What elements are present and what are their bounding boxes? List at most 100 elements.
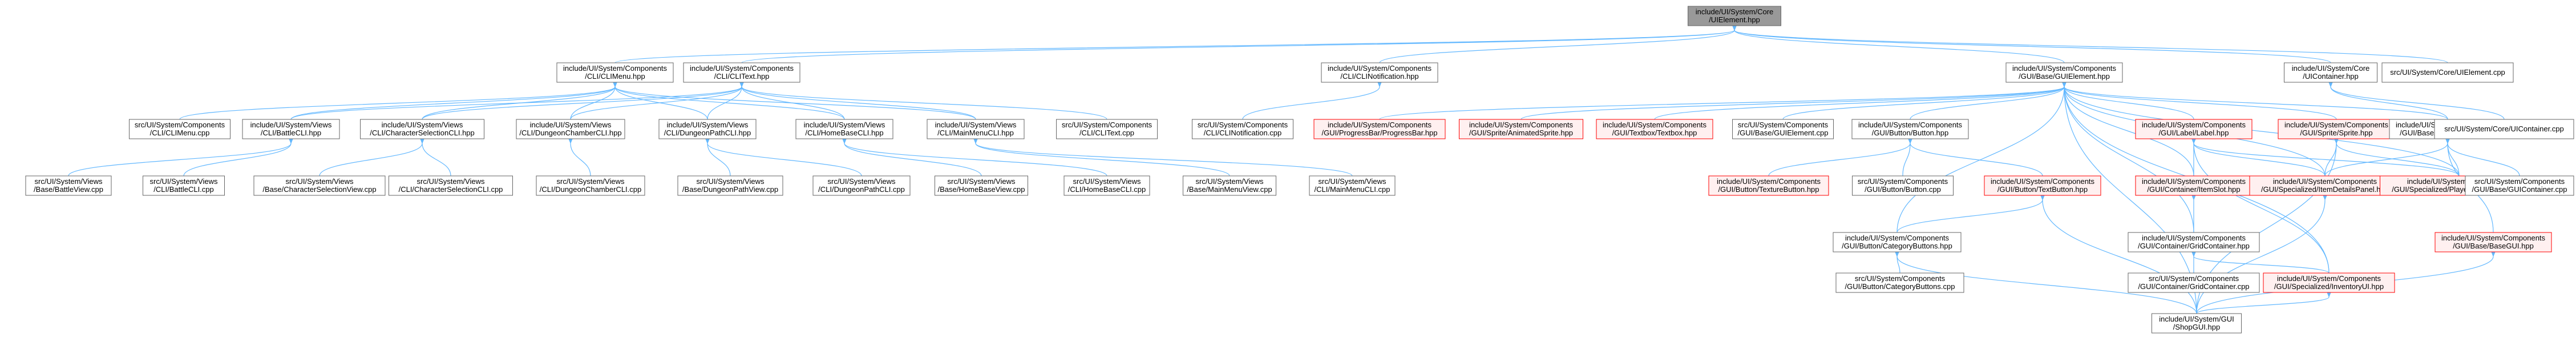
node-box (2263, 272, 2395, 293)
node-text-hpp[interactable]: include/UI/System/Components/CLI/CLIText… (683, 62, 800, 83)
node-climenu-cpp[interactable]: src/UI/System/Components/CLI/CLIMenu.cpp (129, 119, 230, 139)
node-box (2005, 62, 2123, 83)
edges-layer (68, 25, 2520, 314)
node-box (536, 175, 645, 196)
node-box (129, 119, 230, 139)
node-label-line: /GUI/ProgressBar/ProgressBar.hpp (1321, 129, 1437, 137)
node-itemdetails-hpp[interactable]: include/UI/System/Components/GUI/Special… (2249, 175, 2401, 196)
node-label-line: /CLI/CLIMenu.cpp (150, 129, 210, 137)
node-box (1596, 119, 1713, 139)
node-box (935, 175, 1028, 196)
node-box (143, 175, 225, 196)
node-label-line: include/UI/System/Views (935, 121, 1017, 129)
edge-progressbar_hpp-to-gui_element_hpp (1379, 81, 2067, 120)
node-homebasecli-cpp[interactable]: src/UI/System/Views/CLI/HomeBaseCLI.cpp (1063, 175, 1150, 196)
node-charselview-cpp[interactable]: src/UI/System/Views/Base/CharacterSelect… (253, 175, 386, 196)
node-box (360, 119, 484, 139)
edge-shopgui_hpp-to-inventoryui_hpp (2196, 291, 2332, 314)
node-label-line: include/UI/System/Components (1991, 177, 2095, 186)
node-battlecli-hpp[interactable]: include/UI/System/Views/CLI/BattleCLI.hp… (242, 119, 340, 139)
node-notif-hpp[interactable]: include/UI/System/Components/CLI/CLINoti… (1321, 62, 1438, 83)
edge-clitext_cpp-to-text_hpp (739, 81, 1107, 120)
node-dungeonchcli-cpp[interactable]: src/UI/System/Views/CLI/DungeonChamberCL… (536, 175, 645, 196)
node-label-line: src/UI/System/Components (2149, 274, 2239, 283)
node-progressbar-hpp[interactable]: include/UI/System/Components/GUI/Progres… (1313, 119, 1446, 139)
node-label-line: include/UI/System/Components (2012, 64, 2117, 73)
node-texturebutton-hpp[interactable]: include/UI/System/Components/GUI/Button/… (1708, 175, 1829, 196)
node-dungeonpathcli-cpp[interactable]: src/UI/System/Views/CLI/DungeonPathCLI.c… (812, 175, 911, 196)
node-clinotif-cpp[interactable]: src/UI/System/Components/CLI/CLINotifica… (1192, 119, 1293, 139)
node-button-hpp[interactable]: include/UI/System/Components/GUI/Button/… (1851, 119, 1969, 139)
node-textbox-hpp[interactable]: include/UI/System/Components/GUI/Textbox… (1596, 119, 1713, 139)
node-box (1056, 119, 1158, 139)
node-label-line: include/UI/System/Views (667, 121, 749, 129)
node-container-core-hpp[interactable]: include/UI/System/Core/UIContainer.hpp (2284, 62, 2377, 83)
node-mainmenuview-cpp[interactable]: src/UI/System/Views/Base/MainMenuView.cp… (1183, 175, 1276, 196)
node-battleview-cpp[interactable]: src/UI/System/Views/Base/BattleView.cpp (25, 175, 112, 196)
node-button-cpp[interactable]: src/UI/System/Components/GUI/Button/Butt… (1852, 175, 1954, 196)
node-battlecli-cpp[interactable]: src/UI/System/Views/CLI/BattleCLI.cpp (143, 175, 225, 196)
node-uielement-cpp[interactable]: src/UI/System/Core/UIElement.cpp (2381, 62, 2514, 83)
edge-inventoryui_hpp-to-gridcontainer_hpp (2191, 251, 2330, 274)
node-label-line: include/UI/System/Components (1858, 121, 1963, 129)
node-dungeonch-hpp[interactable]: include/UI/System/Views/CLI/DungeonChamb… (516, 119, 625, 139)
edge-shopgui_hpp-to-gui_element_hpp (2061, 81, 2197, 314)
node-box (1459, 119, 1583, 139)
node-label-line: /GUI/Sprite/Sprite.hpp (2300, 129, 2372, 137)
node-box (677, 175, 783, 196)
node-label-hpp[interactable]: include/UI/System/Components/GUI/Label/L… (2135, 119, 2253, 139)
node-label-line: /CLI/BattleCLI.cpp (153, 185, 214, 194)
node-box (1321, 62, 1438, 83)
node-homebaseview-cpp[interactable]: src/UI/System/Views/Base/HomeBaseView.cp… (935, 175, 1028, 196)
node-gridcontainer-cpp[interactable]: src/UI/System/Components/GUI/Container/G… (2128, 272, 2260, 293)
edge-guielement_cpp-to-gui_element_hpp (1782, 81, 2067, 120)
node-inventoryui-hpp[interactable]: include/UI/System/Components/GUI/Special… (2263, 272, 2395, 293)
edge-uielement_cpp-to-core_element_hpp (1732, 25, 2448, 63)
edge-texturebutton_hpp-to-button_hpp (1768, 138, 1913, 176)
node-categorybuttons-cpp[interactable]: src/UI/System/Components/GUI/Button/Cate… (1835, 272, 1964, 293)
node-box (927, 119, 1025, 139)
node-box (795, 119, 893, 139)
node-label-line: src/UI/System/Views (828, 177, 896, 186)
node-homebase-hpp[interactable]: include/UI/System/Views/CLI/HomeBaseCLI.… (795, 119, 893, 139)
node-label-line: include/UI/System/Components (1469, 121, 1574, 129)
node-label-line: /GUI/Button/Button.hpp (1872, 129, 1948, 137)
edge-uicontainer_cpp-to-container_core_hpp (2328, 81, 2505, 120)
node-guielement-cpp[interactable]: src/UI/System/Components/GUI/Base/GUIEle… (1732, 119, 1834, 139)
node-textbutton-hpp[interactable]: include/UI/System/Components/GUI/Button/… (1984, 175, 2101, 196)
node-shopgui-hpp[interactable]: include/UI/System/GUI/ShopGUI.hpp (2152, 313, 2242, 334)
node-label-line: /CLI/DungeonPathCLI.cpp (818, 185, 905, 194)
node-sprite-hpp[interactable]: include/UI/System/Components/GUI/Sprite/… (2278, 119, 2395, 139)
node-categorybuttons-hpp[interactable]: include/UI/System/Components/GUI/Button/… (1833, 232, 1962, 252)
node-label-line: /GUI/Textbox/Textbox.hpp (1612, 129, 1697, 137)
node-label-line: /CLI/CharacterSelectionCLI.hpp (370, 129, 475, 137)
node-dungeonpath-hpp[interactable]: include/UI/System/Views/CLI/DungeonPathC… (658, 119, 757, 139)
node-label-line: /GUI/Button/CategoryButtons.cpp (1845, 282, 1955, 291)
node-mainmenu-hpp[interactable]: include/UI/System/Views/CLI/MainMenuCLI.… (927, 119, 1025, 139)
edge-categorybuttons_cpp-to-categorybuttons_hpp (1894, 251, 1900, 274)
node-label-line: src/UI/System/Views (150, 177, 218, 186)
node-mainmenucli-cpp[interactable]: src/UI/System/Views/CLI/MainMenuCLI.cpp (1309, 175, 1396, 196)
edge-shopgui_hpp-to-itemdetails_hpp (2196, 194, 2328, 314)
node-charselcli-cpp[interactable]: src/UI/System/Views/CLI/CharacterSelecti… (389, 175, 513, 196)
edge-menu_hpp-to-core_element_hpp (614, 25, 1737, 63)
node-dungeonpathview-cpp[interactable]: src/UI/System/Views/Base/DungeonPathView… (677, 175, 783, 196)
node-basegui-hpp[interactable]: include/UI/System/Components/GUI/Base/Ba… (2435, 232, 2552, 252)
node-gridcontainer-hpp[interactable]: include/UI/System/Components/GUI/Contain… (2128, 232, 2260, 252)
node-uicontainer-cpp[interactable]: src/UI/System/Core/UIContainer.cpp (2434, 119, 2574, 139)
node-label-line: /GUI/Container/ItemSlot.hpp (2147, 185, 2240, 194)
edge-dungeonch_hpp-to-menu_hpp (570, 81, 618, 120)
edge-categorybuttons_hpp-to-gui_element_hpp (1896, 81, 2067, 233)
node-box (1192, 119, 1293, 139)
edge-charselcli_cpp-to-charsel_hpp (419, 138, 451, 176)
node-charsel-hpp[interactable]: include/UI/System/Views/CLI/CharacterSel… (360, 119, 484, 139)
node-animsprite-hpp[interactable]: include/UI/System/Components/GUI/Sprite/… (1459, 119, 1583, 139)
node-itemslot-hpp[interactable]: include/UI/System/Components/GUI/Contain… (2135, 175, 2253, 196)
node-menu-hpp[interactable]: include/UI/System/Components/CLI/CLIMenu… (556, 62, 674, 83)
node-guicontainer-cpp[interactable]: src/UI/System/Components/GUI/Base/GUICon… (2465, 175, 2574, 196)
node-clitext-cpp[interactable]: src/UI/System/Components/CLI/CLIText.cpp (1056, 119, 1158, 139)
node-label-line: /CLI/CLIText.cpp (1079, 129, 1134, 137)
node-box (1835, 272, 1964, 293)
node-gui-element-hpp[interactable]: include/UI/System/Components/GUI/Base/GU… (2005, 62, 2123, 83)
node-box (2284, 62, 2377, 83)
